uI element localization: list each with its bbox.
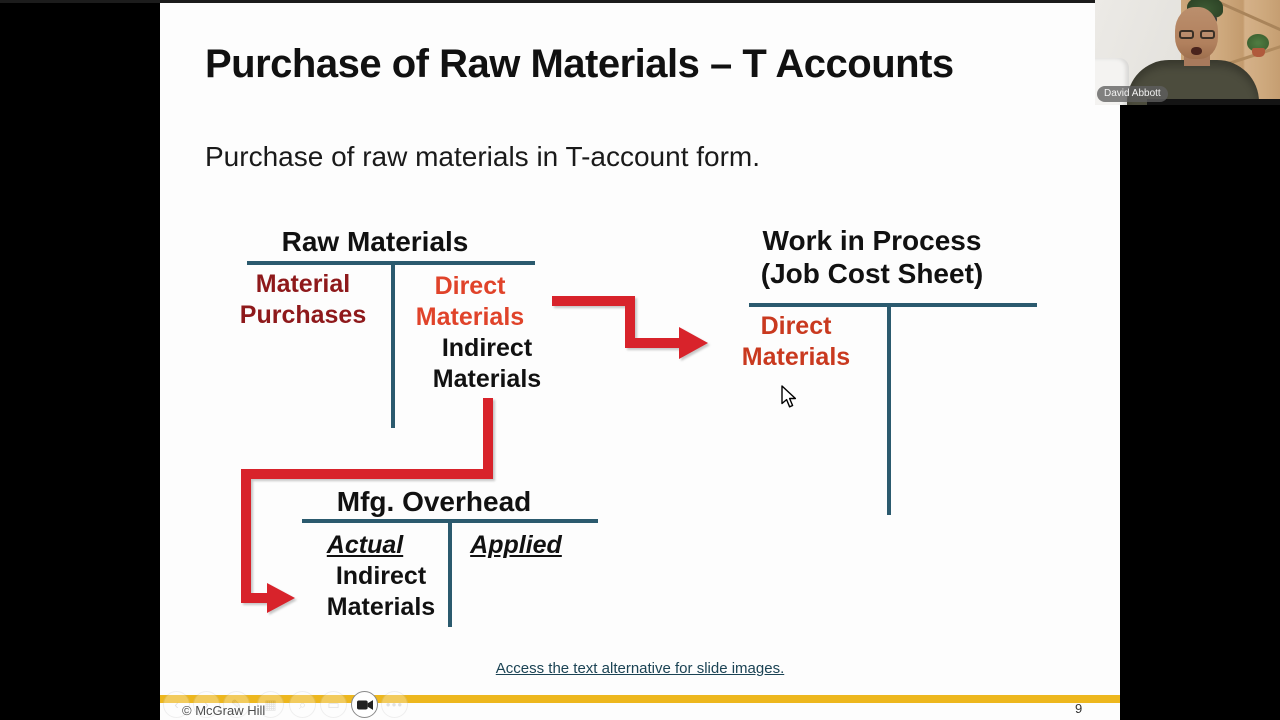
mfg-overhead-account-title: Mfg. Overhead	[336, 486, 532, 517]
participant-name-badge: David Abbott	[1097, 86, 1168, 102]
pen-icon[interactable]: ✎	[223, 691, 250, 718]
wip-t-vertical-line	[887, 303, 891, 515]
mfg-overhead-debit-header: Actual	[326, 531, 404, 559]
arrow-direct-materials-to-wip	[552, 296, 708, 359]
webcam-plant-side	[1247, 34, 1269, 52]
slide-accent-bar	[160, 695, 1120, 703]
webcam-plant-side-pot	[1252, 48, 1265, 57]
wip-debit-direct-materials: Direct Materials	[741, 312, 851, 371]
slide-page-number: 9	[1075, 701, 1083, 716]
wip-t-horizontal-line	[749, 303, 1037, 307]
wip-account-title-line1: Work in Process	[762, 225, 982, 256]
participant-mouth	[1191, 47, 1202, 55]
text-alternative-link[interactable]: Access the text alternative for slide im…	[495, 660, 785, 677]
page-title: Purchase of Raw Materials – T Accounts	[205, 42, 954, 86]
flow-arrows	[241, 296, 708, 613]
mfg-overhead-credit-header: Applied	[470, 531, 562, 559]
mouse-cursor	[781, 385, 797, 408]
previous-slide-icon[interactable]: ‹	[163, 691, 190, 718]
copyright-text: © McGraw Hill	[182, 703, 266, 718]
more-options-icon[interactable]: ●●●	[381, 691, 408, 718]
participant-glasses	[1179, 30, 1215, 39]
raw-materials-credit-direct-materials: Direct Materials	[415, 272, 525, 331]
captions-icon[interactable]: ▭	[320, 691, 347, 718]
raw-materials-account-title: Raw Materials	[281, 226, 469, 257]
camera-icon[interactable]	[351, 691, 378, 718]
slide-subtitle: Purchase of raw materials in T-account f…	[205, 141, 761, 172]
webcam-video-tile[interactable]: David Abbott	[1095, 0, 1280, 105]
raw-materials-debit-entry: Material Purchases	[239, 270, 367, 329]
mfg-overhead-debit-indirect-materials: Indirect Materials	[326, 562, 436, 621]
shared-slide: Purchase of Raw Materials – T Accounts P…	[160, 0, 1120, 720]
zoom-icon[interactable]: ⌕	[289, 691, 316, 718]
see-all-slides-icon[interactable]: ▦	[257, 691, 284, 718]
webcam-desk-edge	[1147, 99, 1280, 105]
window-top-edge	[0, 0, 1280, 3]
next-slide-icon[interactable]: ›	[193, 691, 220, 718]
raw-materials-credit-indirect-materials: Indirect Materials	[432, 334, 542, 393]
camera-glyph	[356, 699, 373, 710]
wip-account-title-line2: (Job Cost Sheet)	[760, 258, 984, 289]
raw-materials-t-vertical-line	[391, 261, 395, 428]
